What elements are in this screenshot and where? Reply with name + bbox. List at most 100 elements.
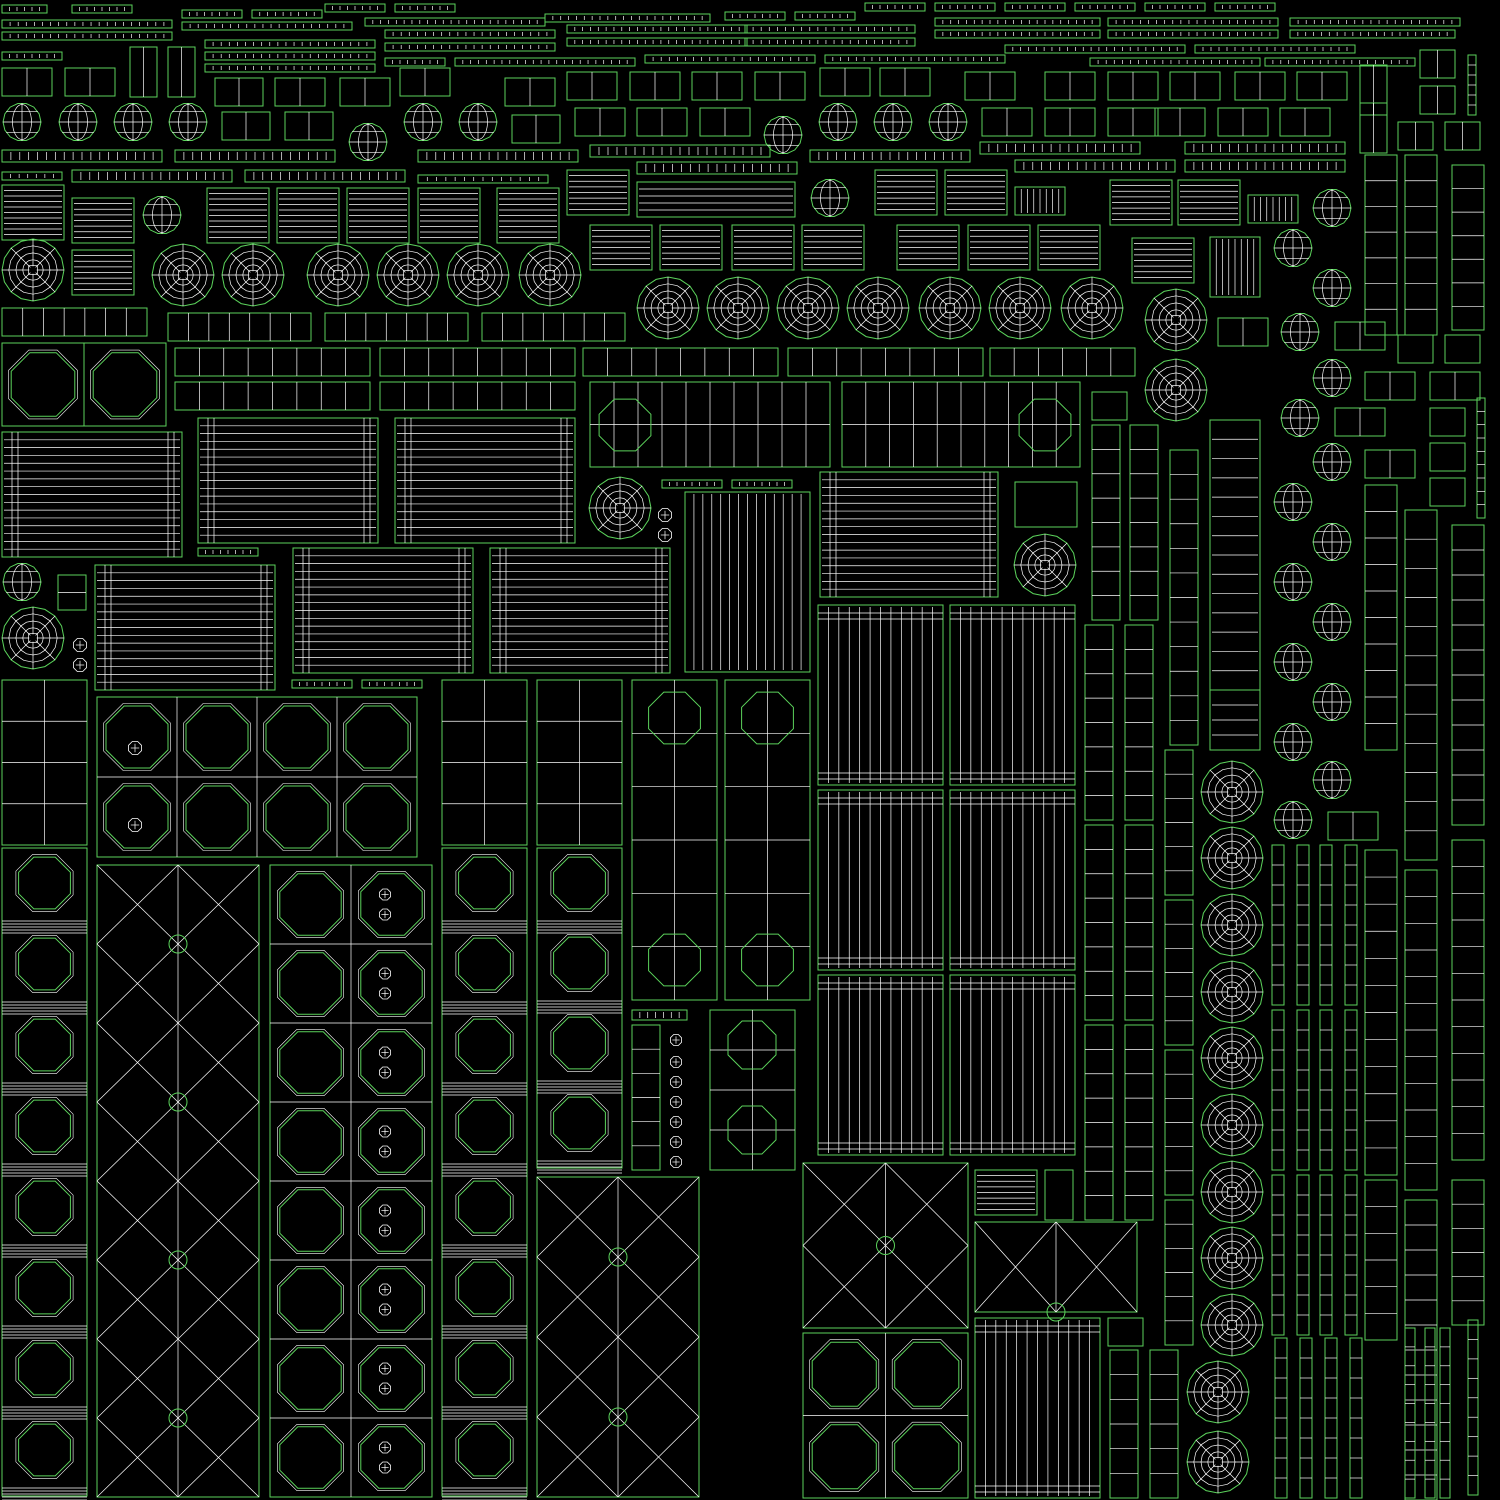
globe-icon: [1280, 399, 1320, 437]
panel-outline: [324, 312, 469, 342]
panel-outline: [1194, 44, 1356, 54]
plank-panel: [292, 547, 474, 674]
rosette-icon: [588, 476, 652, 540]
small-box: [629, 71, 681, 101]
small-box: [511, 114, 561, 144]
small-box: [1, 67, 53, 97]
thin-strip: [291, 679, 353, 689]
grid-column: [1, 679, 88, 846]
globe-icon: [873, 103, 913, 141]
thin-column: [1299, 1337, 1313, 1499]
small-box: [1107, 107, 1159, 137]
thin-strip: [1264, 57, 1416, 67]
ribbed-door: [817, 789, 944, 971]
thin-strip: [566, 24, 748, 34]
bolt-icon: [379, 1283, 391, 1296]
panel-outline: [244, 169, 406, 183]
bolt-icon: [670, 1096, 682, 1108]
thin-column: [1296, 844, 1310, 1006]
thin-strip: [181, 21, 353, 31]
thin-strip: [661, 479, 723, 489]
thin-strip: [361, 679, 423, 689]
small-box: [1044, 1169, 1074, 1221]
striped-panel: [1037, 224, 1101, 271]
panel-outline: [292, 547, 474, 674]
panel-outline: [731, 224, 795, 271]
octagon-column: [441, 847, 528, 1500]
panel-outline: [489, 547, 671, 674]
thin-strip: [204, 39, 376, 49]
panel-outline: [204, 39, 376, 49]
panel-outline: [1451, 164, 1485, 331]
panel-outline: [394, 417, 576, 544]
ribbed-strip: [174, 149, 336, 163]
thin-column: [1439, 1327, 1451, 1499]
rosette-icon: [846, 276, 910, 340]
striped-panel: [566, 169, 630, 216]
ribbed-strip: [417, 149, 579, 163]
panel-outline: [181, 21, 353, 31]
thin-strip: [394, 3, 456, 13]
rosette-icon: [306, 243, 370, 307]
panel-outline: [1014, 159, 1176, 173]
globe-icon: [1312, 523, 1352, 561]
panel-outline: [1131, 237, 1195, 284]
thin-strip: [1, 31, 173, 41]
thin-column: [1344, 1174, 1358, 1336]
panel-outline: [1289, 29, 1456, 39]
thin-strip: [794, 11, 856, 21]
uv-icons-layer: [1, 103, 1352, 1494]
ribbed-strip: [71, 169, 233, 183]
panel-outline: [1177, 179, 1241, 226]
rosette-icon: [518, 243, 582, 307]
panel-outline: [364, 17, 546, 27]
rosette-icon: [151, 243, 215, 307]
thin-strip: [1004, 44, 1186, 54]
panel-outline: [1, 51, 63, 61]
thin-column: [1271, 1009, 1285, 1171]
octagon-column: [536, 847, 623, 1174]
small-box: [636, 107, 688, 137]
panel-outline: [824, 54, 1006, 64]
striped-panel: [896, 224, 960, 271]
small-box: [964, 71, 1016, 101]
bolt-icon: [128, 818, 142, 832]
small-box: [221, 111, 271, 141]
striped-panel: [801, 224, 865, 271]
panel-outline: [589, 224, 653, 271]
panel-outline: [631, 1009, 688, 1021]
small-box: [1169, 71, 1221, 101]
rosette-icon: [1200, 1226, 1264, 1290]
globe-icon: [348, 123, 388, 161]
thin-strip: [1107, 17, 1279, 27]
bolt-icon: [128, 741, 142, 755]
grid-strip: [379, 381, 576, 411]
panel-outline: [1, 149, 163, 163]
globe-icon: [1273, 801, 1313, 839]
thin-column: [1271, 1174, 1285, 1336]
striped-panel: [636, 181, 796, 218]
bolt-icon: [379, 1066, 391, 1079]
bolt-icon: [379, 888, 391, 901]
striped-panel: [731, 224, 795, 271]
panel-outline: [744, 37, 916, 47]
globe-icon: [810, 179, 850, 217]
panel-outline: [94, 564, 276, 691]
panel-outline: [417, 187, 481, 244]
thin-strip: [824, 54, 1006, 64]
panel-outline: [661, 479, 723, 489]
ribbed-strip: [809, 149, 971, 163]
panel-outline: [1476, 397, 1486, 519]
narrow-column: [1091, 424, 1121, 621]
rosette-icon: [988, 276, 1052, 340]
thin-strip: [744, 24, 916, 34]
panel-outline: [1, 171, 63, 181]
panel-outline: [276, 187, 340, 244]
panel-outline: [1, 431, 183, 558]
panel-outline: [1289, 17, 1461, 27]
panel-outline: [536, 847, 623, 1169]
panel-outline: [1429, 442, 1466, 472]
panel-outline: [251, 9, 323, 19]
panel-outline: [197, 547, 259, 557]
grid-strip: [1217, 317, 1269, 347]
